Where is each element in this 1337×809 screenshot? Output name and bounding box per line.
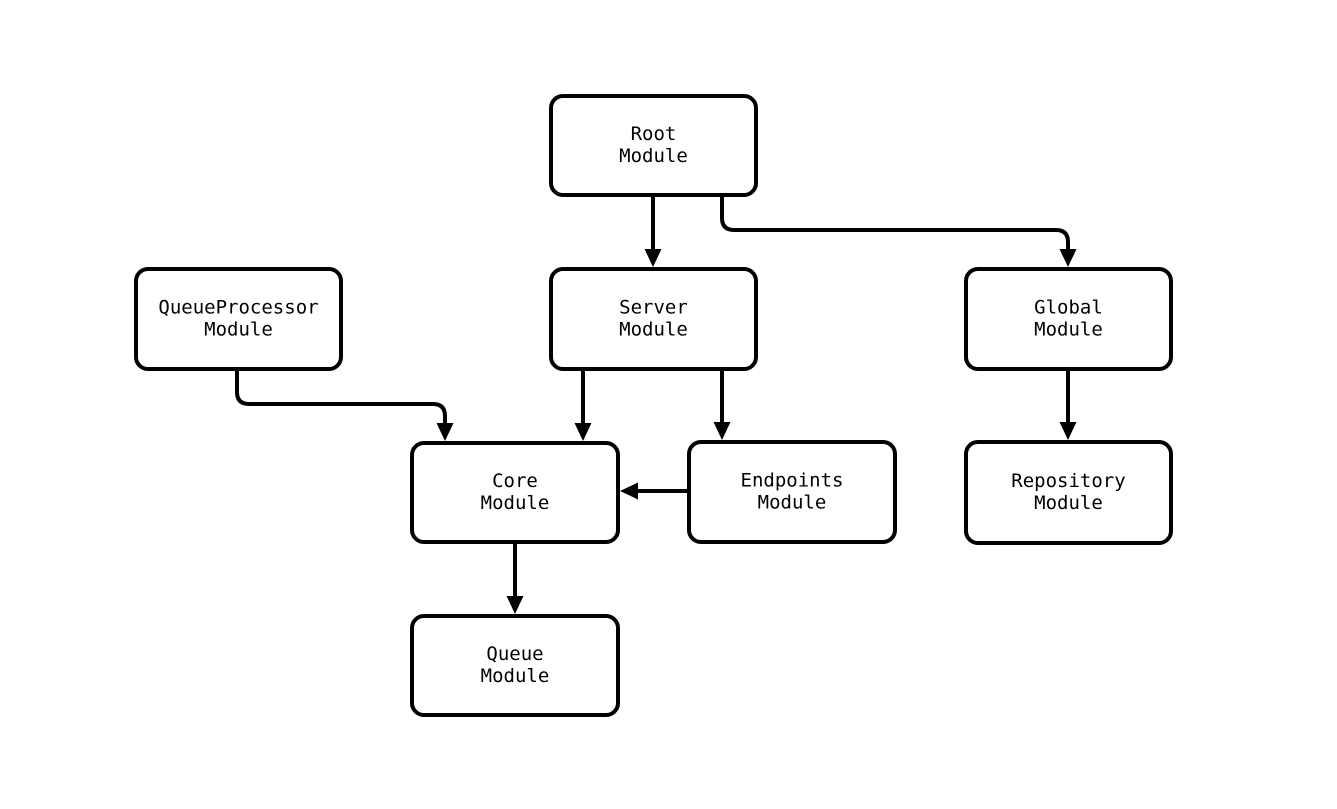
node-label-line1: Core <box>492 470 538 492</box>
node-box[interactable] <box>964 440 1173 545</box>
node-label-line2: Module <box>619 319 688 341</box>
arrowhead-icon <box>436 423 454 441</box>
arrowhead-icon <box>713 422 731 440</box>
arrowhead-icon <box>506 596 524 614</box>
node-label-line2: Module <box>1034 319 1103 341</box>
arrowhead-icon <box>644 249 662 267</box>
edge-line <box>720 197 1070 249</box>
node-label-line2: Module <box>1034 492 1103 514</box>
node-label-line1: Server <box>619 297 688 319</box>
node-label-line1: Root <box>631 123 677 145</box>
node-box[interactable] <box>410 614 620 717</box>
node-label-line1: Repository <box>1011 470 1125 492</box>
arrowhead-icon <box>620 482 638 500</box>
node-box[interactable] <box>687 440 897 544</box>
node-label-line1: Global <box>1034 297 1103 319</box>
edge-core-to-queue <box>506 544 524 614</box>
node-label-line1: Endpoints <box>741 470 844 492</box>
node-label-line2: Module <box>481 492 550 514</box>
node-label-line2: Module <box>204 319 273 341</box>
arrowhead-icon <box>574 423 592 441</box>
edge-server-to-core <box>574 371 592 441</box>
node-label-line2: Module <box>481 665 550 687</box>
node-box[interactable] <box>964 267 1173 371</box>
node-box[interactable] <box>410 441 620 544</box>
node-label-line2: Module <box>758 492 827 514</box>
arrowhead-icon <box>1059 422 1077 440</box>
edge-root-to-server <box>644 197 662 267</box>
node-label-line1: Queue <box>486 643 543 665</box>
node-box[interactable] <box>134 267 343 371</box>
edges-layer <box>235 197 1077 614</box>
edge-endpoints-to-core <box>620 482 687 500</box>
edge-queueprocessor-to-core <box>235 371 454 441</box>
node-label-line1: QueueProcessor <box>158 297 318 319</box>
node-box[interactable] <box>549 94 758 197</box>
edge-global-to-repository <box>1059 371 1077 440</box>
edge-line <box>235 371 447 423</box>
arrowhead-icon <box>1059 249 1077 267</box>
node-label-line2: Module <box>619 145 688 167</box>
node-box[interactable] <box>549 267 758 371</box>
edge-server-to-endpoints <box>713 371 731 440</box>
nodes-layer: RootModuleQueueProcessorModuleServerModu… <box>134 94 1173 717</box>
edge-root-to-global <box>720 197 1077 267</box>
